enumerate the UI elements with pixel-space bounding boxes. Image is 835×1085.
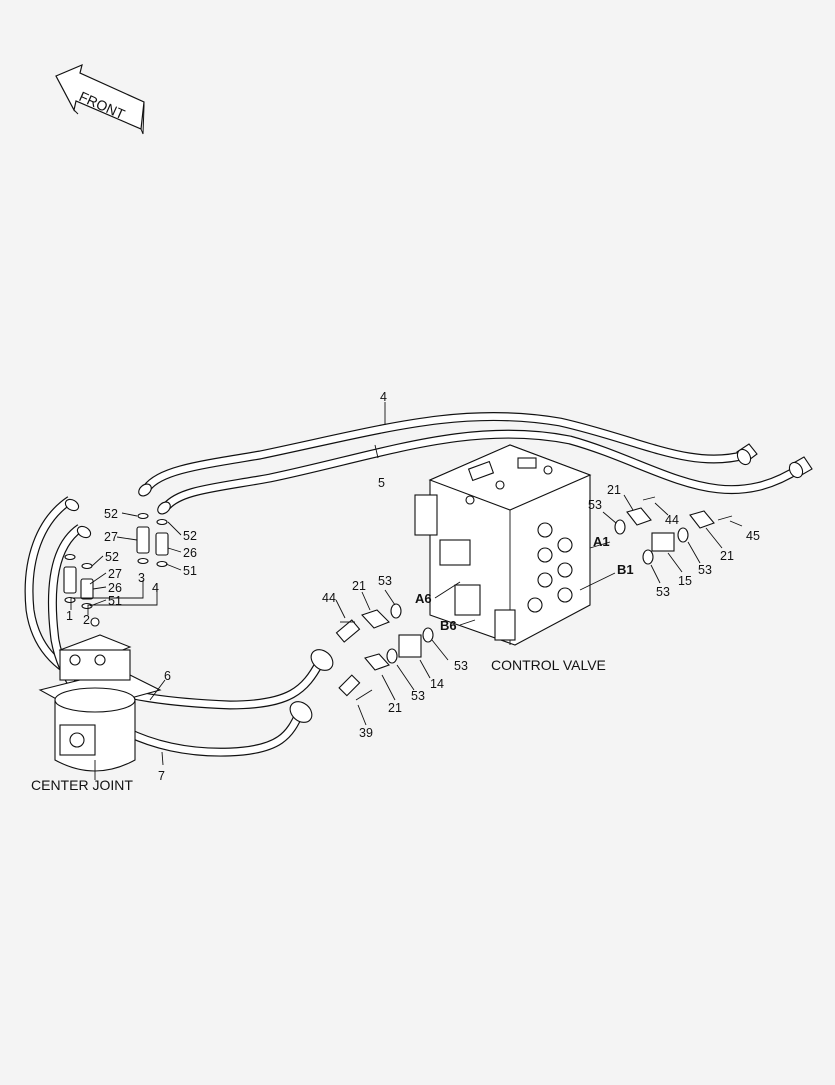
callout-5: 5	[378, 476, 385, 490]
callout-15: 15	[678, 574, 692, 588]
callout-53-b: 53	[454, 659, 468, 673]
callout-27-b: 27	[108, 567, 122, 581]
callout-53-e: 53	[698, 563, 712, 577]
leader-lines	[70, 402, 743, 766]
port-a1-label: A1	[593, 534, 610, 549]
callout-51-a: 51	[183, 564, 197, 578]
port-a6-label: A6	[415, 591, 432, 606]
callout-14: 14	[430, 677, 444, 691]
callout-21-b: 21	[388, 701, 402, 715]
callout-3: 3	[138, 571, 145, 585]
callout-53-c: 53	[411, 689, 425, 703]
callout-4-top: 4	[380, 390, 387, 404]
callout-44-b: 44	[665, 513, 679, 527]
callout-53-f: 53	[656, 585, 670, 599]
callout-45: 45	[746, 529, 760, 543]
hose-5	[162, 429, 803, 511]
control-valve	[414, 444, 592, 646]
callout-44-a: 44	[322, 591, 336, 605]
callout-26-b: 26	[108, 581, 122, 595]
callout-21-a: 21	[352, 579, 366, 593]
center-joint-label: CENTER JOINT	[31, 777, 133, 793]
front-arrow-icon: FRONT	[55, 63, 145, 135]
callout-1: 1	[66, 609, 73, 623]
callout-39: 39	[359, 726, 373, 740]
callout-52-a: 52	[104, 507, 118, 521]
callout-4-fitting: 4	[152, 581, 159, 595]
callout-21-c: 21	[607, 483, 621, 497]
callout-27-a: 27	[104, 530, 118, 544]
control-valve-label: CONTROL VALVE	[491, 657, 606, 673]
callout-21-d: 21	[720, 549, 734, 563]
fitting-stack-lower	[63, 553, 94, 610]
flange-parts	[340, 496, 733, 701]
callout-51-b: 51	[108, 594, 122, 608]
hose-4	[143, 411, 747, 491]
callout-53-a: 53	[378, 574, 392, 588]
port-b1-label: B1	[617, 562, 634, 577]
callout-26-a: 26	[183, 546, 197, 560]
callout-6: 6	[164, 669, 171, 683]
port-b6-label: B6	[440, 618, 457, 633]
callout-2: 2	[83, 613, 90, 627]
fitting-stack-upper	[136, 512, 169, 568]
callout-52-c: 52	[105, 550, 119, 564]
callout-52-b: 52	[183, 529, 197, 543]
hose-end-fittings	[64, 443, 813, 723]
center-joint	[38, 617, 162, 780]
callout-53-d: 53	[588, 498, 602, 512]
callout-7: 7	[158, 769, 165, 783]
